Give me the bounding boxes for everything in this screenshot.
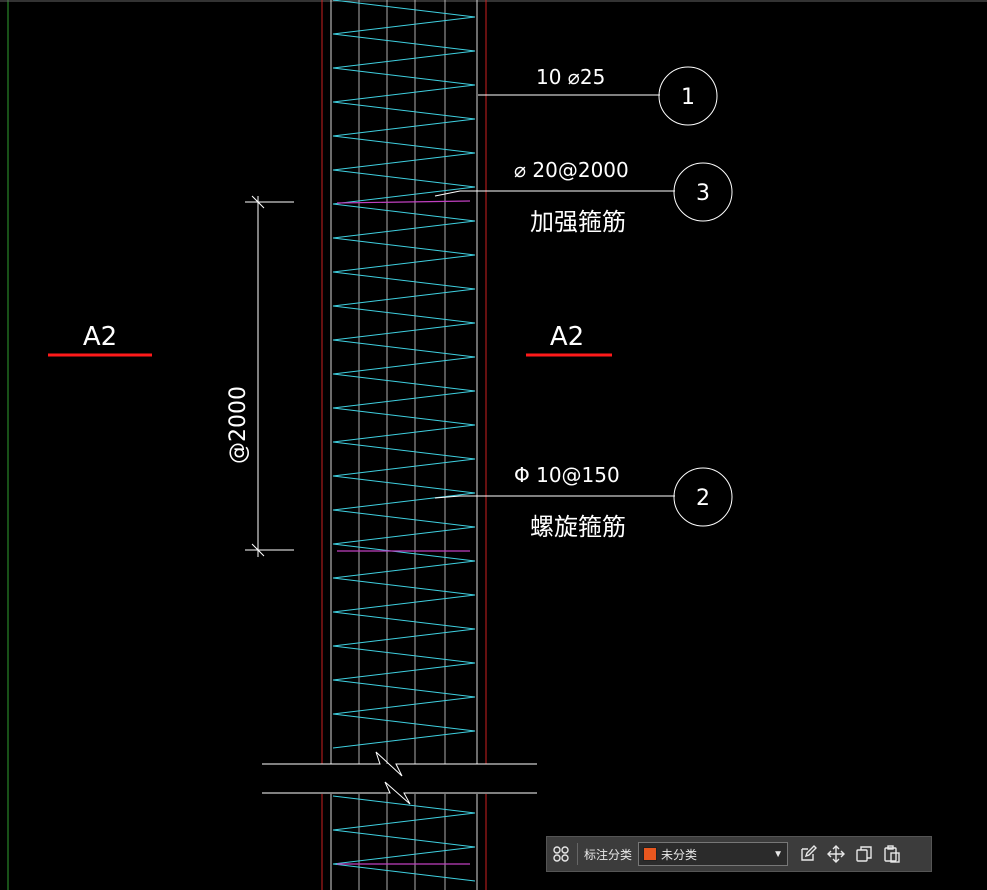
category-color-swatch xyxy=(643,847,658,861)
category-select[interactable]: 未分类 ▼ xyxy=(638,842,789,866)
grid-icon[interactable] xyxy=(547,840,575,868)
pile-outline xyxy=(321,0,487,890)
reinforcement-stirrup xyxy=(336,200,471,204)
move-icon[interactable] xyxy=(822,840,850,868)
section-label-right: A2 xyxy=(550,322,584,352)
edit-icon[interactable] xyxy=(794,840,822,868)
paste-icon[interactable] xyxy=(878,840,906,868)
callout-subtext-2: 螺旋箍筋 xyxy=(530,513,626,541)
annotation-toolbar: 标注分类 未分类 ▼ xyxy=(546,836,932,872)
leader-line-3 xyxy=(434,190,675,197)
callout-number-1: 1 xyxy=(681,85,695,110)
callout-text-3: ⌀ 20@2000 xyxy=(514,158,629,182)
callout-bubble-3 xyxy=(673,162,733,222)
dimension-label: @2000 xyxy=(226,386,251,464)
break-line xyxy=(262,751,537,805)
dimension-line xyxy=(245,195,294,557)
callout-text-2: Φ 10@150 xyxy=(514,463,620,487)
callout-bubble-2 xyxy=(673,467,733,527)
callout-bubble-1 xyxy=(658,66,718,126)
callout-number-2: 2 xyxy=(696,486,710,511)
spiral-stirrup-lower xyxy=(332,795,476,882)
callout-text-1: 10 ⌀25 xyxy=(536,65,605,89)
spiral-stirrup xyxy=(332,0,476,749)
category-select-value: 未分类 xyxy=(661,847,698,862)
copy-icon[interactable] xyxy=(850,840,878,868)
callout-subtext-3: 加强箍筋 xyxy=(530,208,626,236)
section-label-left: A2 xyxy=(83,322,117,352)
toolbar-divider xyxy=(577,843,578,865)
annotation-category-label: 标注分类 xyxy=(584,847,633,862)
callout-number-3: 3 xyxy=(696,181,710,206)
chevron-down-icon: ▼ xyxy=(773,848,784,860)
leader-line-2 xyxy=(434,495,675,499)
